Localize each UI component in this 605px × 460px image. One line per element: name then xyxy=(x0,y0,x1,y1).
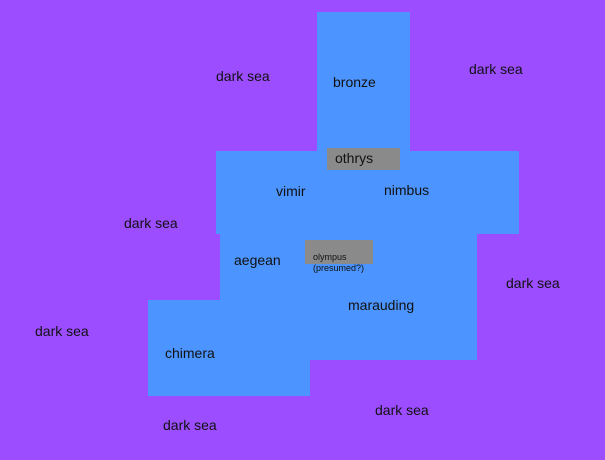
region-label-chimera: chimera xyxy=(165,345,215,361)
sea-label-7: dark sea xyxy=(163,417,217,433)
olympus-label: olympus (presumed?) xyxy=(313,252,365,273)
region-label-bronze: bronze xyxy=(333,74,376,90)
region-label-vimir: vimir xyxy=(276,183,306,199)
region-label-aegean: aegean xyxy=(234,252,281,268)
region-label-marauding: marauding xyxy=(348,297,415,313)
sea-label-2: dark sea xyxy=(469,61,523,77)
othrys-label: othrys xyxy=(335,150,374,166)
olympus-box: olympus (presumed?) xyxy=(305,240,373,273)
othrys-box: othrys xyxy=(327,148,400,170)
sea-label-3: dark sea xyxy=(124,215,178,231)
region-label-nimbus: nimbus xyxy=(384,182,430,198)
sea-label-6: dark sea xyxy=(375,402,429,418)
land-chimera xyxy=(148,300,310,396)
land-bronze xyxy=(317,12,410,155)
sea-label-1: dark sea xyxy=(216,68,270,84)
sea-label-5: dark sea xyxy=(35,323,89,339)
sea-label-4: dark sea xyxy=(506,275,560,291)
